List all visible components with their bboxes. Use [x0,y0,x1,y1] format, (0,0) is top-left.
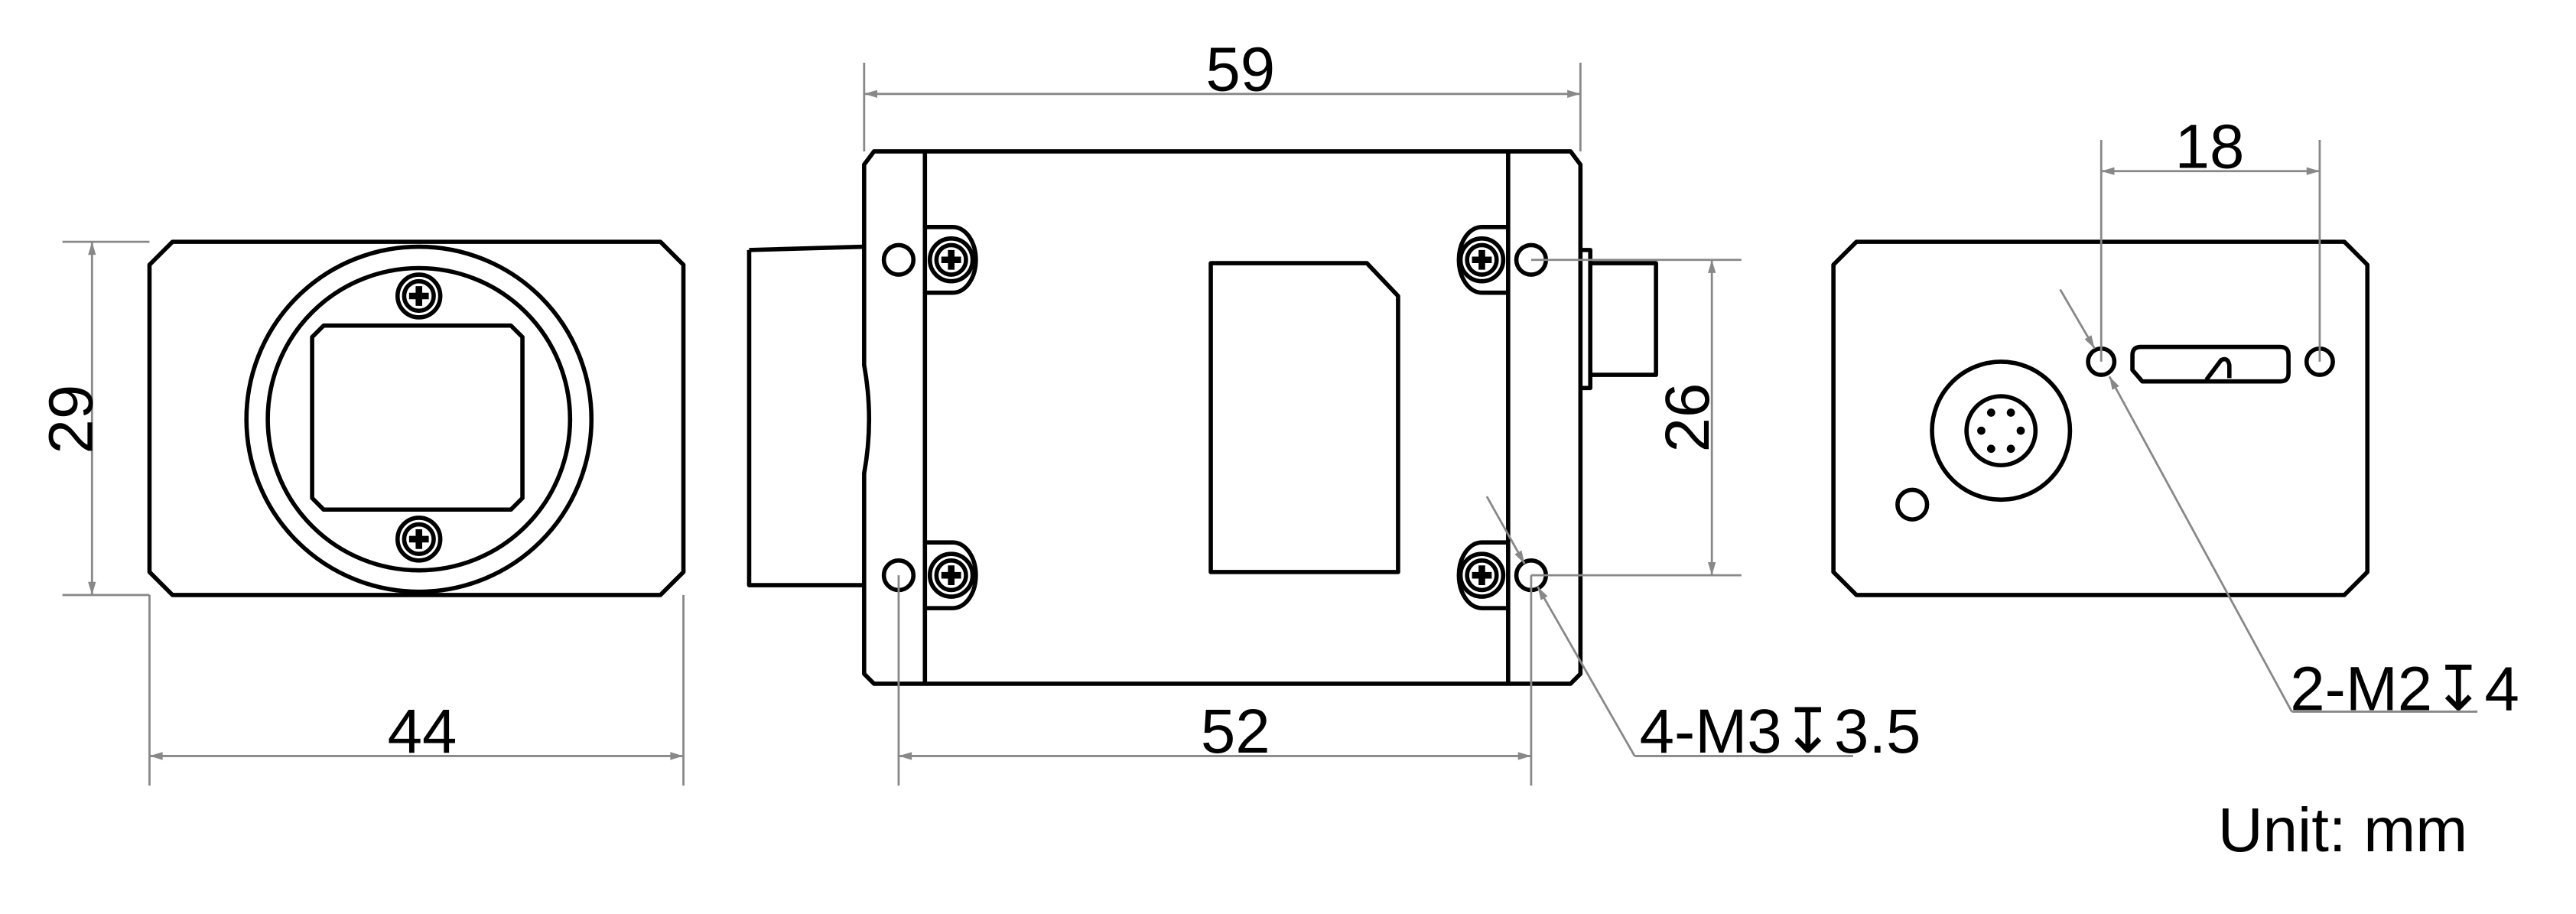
dim-29-label: 29 [36,385,106,454]
dimension-front-width: 44 [148,594,685,786]
dim-18-label: 18 [2175,112,2245,181]
screw-icon [398,275,441,317]
side-thread-label: 4-M3↧3.5 [1640,697,1921,766]
screw-icon [930,554,973,597]
connector-pins [1977,408,2025,454]
dimension-side-length: 59 [863,35,1582,151]
screw-icon [1461,239,1504,281]
back-view [1831,239,2370,597]
dim-26-label: 26 [1653,383,1722,453]
dim-44-label: 44 [388,697,457,766]
dimension-front-height: 29 [36,240,150,597]
screw-icon [398,518,441,561]
dimension-back-hole-spacing: 18 [2100,112,2321,362]
dimension-side-hole-vertical: 26 [1530,259,1742,577]
front-view [147,239,686,597]
dim-59-label: 59 [1205,35,1275,105]
side-view [746,149,1658,686]
back-thread-label: 2-M2↧4 [2290,654,2519,724]
callout-side-threads: 4-M3↧3.5 [1485,496,1921,766]
callout-back-threads: 2-M2↧4 [2059,288,2519,724]
dim-52-label: 52 [1201,697,1270,766]
screw-icon [1461,554,1504,597]
unit-label: Unit: mm [2218,795,2467,865]
screw-icon [930,239,973,281]
dimension-side-hole-spacing: 52 [897,575,1533,786]
